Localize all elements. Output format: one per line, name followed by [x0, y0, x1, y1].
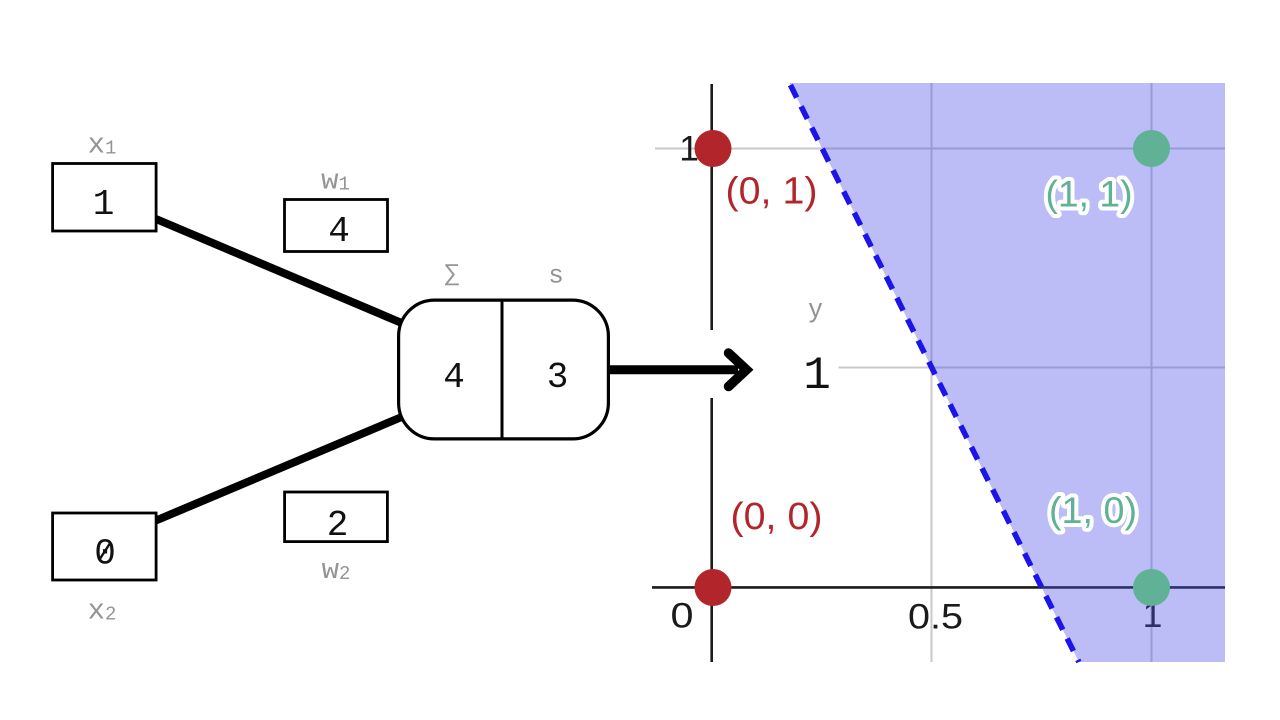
svg-text:1: 1: [93, 184, 115, 225]
svg-text:x1: x1: [88, 129, 117, 162]
svg-text:∑: ∑: [445, 261, 460, 288]
svg-text:w1: w1: [321, 165, 350, 198]
svg-text:1: 1: [679, 129, 699, 169]
svg-text:(0, 1): (0, 1): [726, 171, 818, 213]
svg-text:2: 2: [327, 505, 349, 546]
svg-text:1: 1: [803, 350, 831, 402]
svg-text:0: 0: [94, 534, 116, 575]
svg-text:0: 0: [671, 596, 694, 636]
svg-text:(1, 1): (1, 1): [1046, 173, 1133, 215]
svg-text:(0, 0): (0, 0): [731, 496, 823, 538]
svg-text:3: 3: [547, 357, 569, 398]
svg-text:w2: w2: [322, 554, 351, 587]
svg-text:x2: x2: [88, 595, 117, 628]
svg-text:s: s: [548, 261, 564, 291]
svg-text:4: 4: [328, 211, 350, 252]
svg-text:y: y: [809, 293, 823, 323]
svg-text:(1, 0): (1, 0): [1049, 489, 1137, 531]
svg-text:4: 4: [443, 357, 465, 398]
svg-text:0.5: 0.5: [908, 597, 963, 637]
